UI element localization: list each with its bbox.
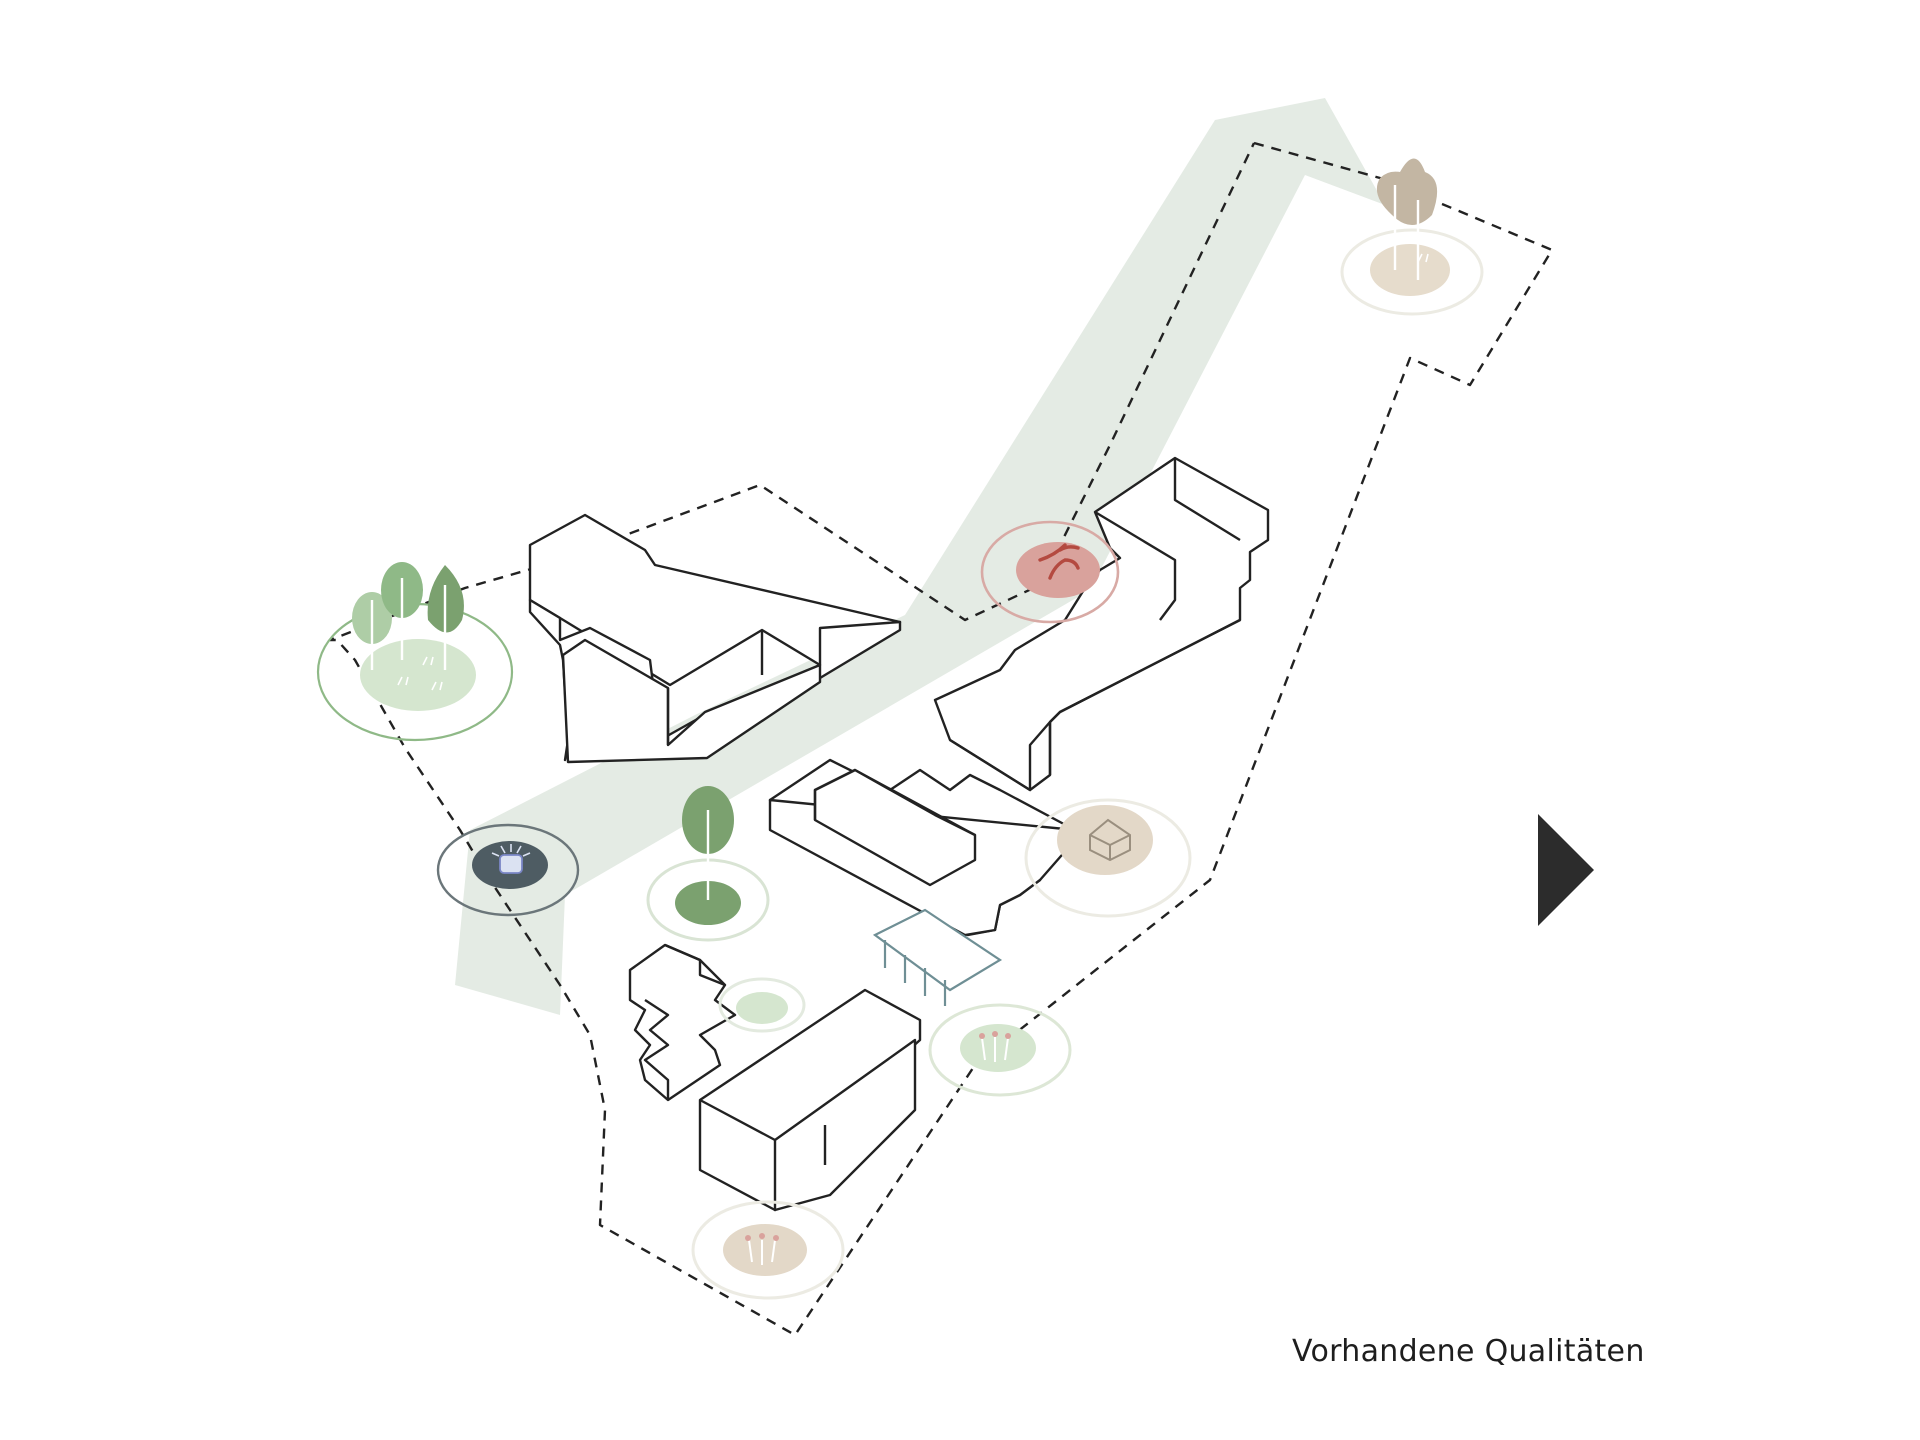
building-southwest-zigzag: [628, 943, 737, 1102]
tree-cluster-icon: [316, 562, 514, 742]
house-icon: [1024, 798, 1192, 918]
fountain-icon: [436, 823, 580, 917]
flower-icon: [928, 1003, 1072, 1097]
play-arrow-icon: [1538, 814, 1594, 926]
playground-icon: [980, 520, 1120, 624]
building-central: [768, 758, 1077, 937]
building-northwest: [528, 513, 902, 764]
green-corridor-arrow: [455, 98, 1385, 1015]
flower-beige-icon: [691, 1200, 845, 1300]
next-button[interactable]: [1530, 810, 1600, 930]
site-boundary: [328, 141, 1554, 1337]
single-tree-icon: [646, 786, 770, 942]
covered-canopy: [872, 908, 1003, 1006]
building-south-long: [698, 988, 922, 1212]
grass-icon: [718, 977, 806, 1033]
diagram-caption: Vorhandene Qualitäten: [1292, 1334, 1645, 1369]
beige-tree-icon: [1340, 158, 1484, 316]
